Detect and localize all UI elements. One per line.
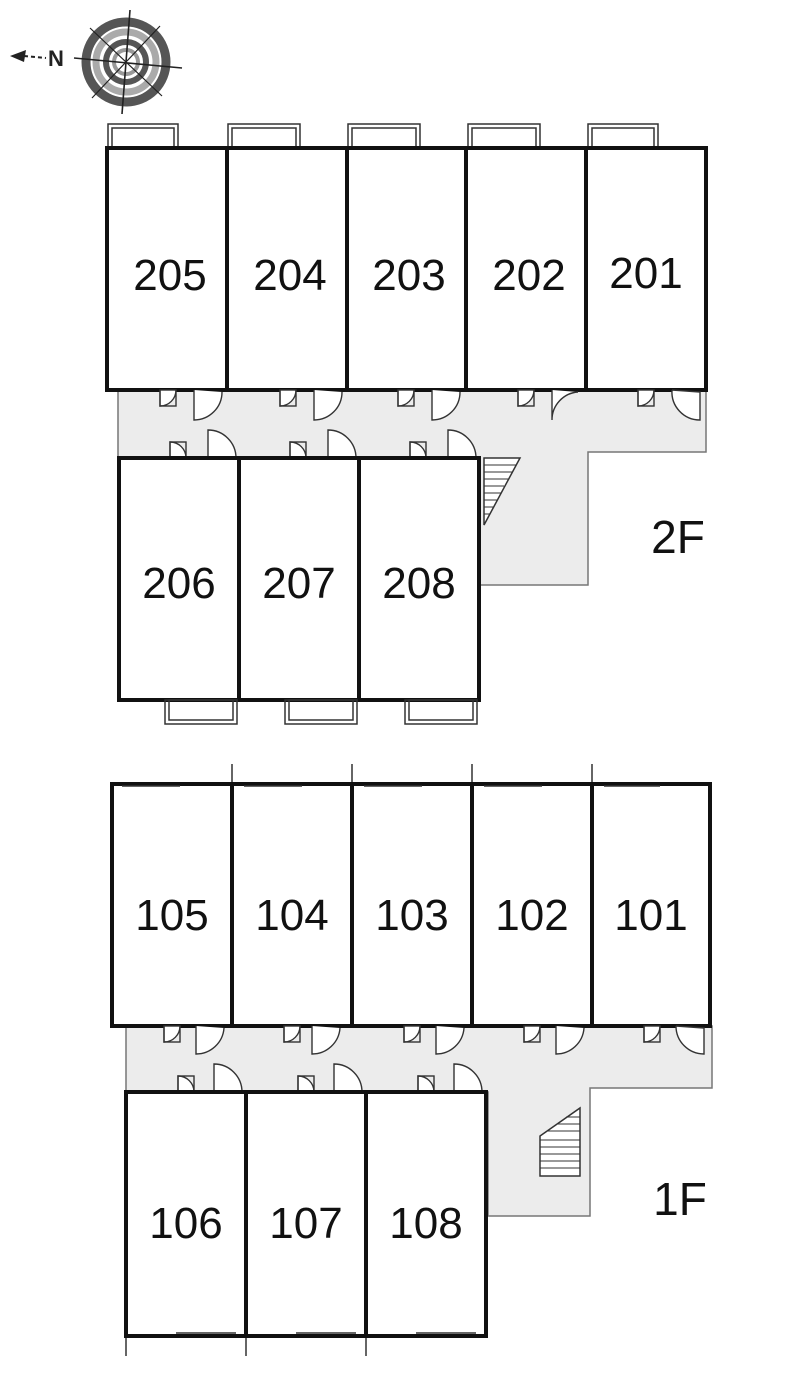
unit-204 bbox=[225, 146, 349, 392]
doors-1f-top bbox=[163, 1025, 705, 1055]
unit-label: 106 bbox=[149, 1199, 222, 1248]
unit-label: 102 bbox=[495, 891, 568, 940]
unit-106 bbox=[124, 1090, 248, 1338]
unit-205 bbox=[105, 146, 229, 392]
unit-105 bbox=[110, 782, 234, 1028]
floor-label-1f: 1F bbox=[653, 1173, 707, 1225]
unit-label: 107 bbox=[269, 1199, 342, 1248]
wall-extensions-1f bbox=[125, 764, 593, 1356]
unit-201 bbox=[584, 146, 708, 392]
unit-label: 103 bbox=[375, 891, 448, 940]
doors-1f-bottom bbox=[177, 1063, 483, 1093]
unit-label: 101 bbox=[614, 891, 687, 940]
doors-2f-top bbox=[159, 389, 701, 421]
stairs-icon bbox=[539, 1106, 581, 1177]
unit-label: 108 bbox=[389, 1199, 462, 1248]
compass-north-label: N bbox=[48, 46, 64, 71]
unit-label: 207 bbox=[262, 559, 335, 608]
unit-label: 105 bbox=[135, 891, 208, 940]
unit-label: 202 bbox=[492, 251, 565, 300]
floor-1f: 105 104 103 102 101 106 107 108 1F bbox=[110, 764, 713, 1356]
unit-206 bbox=[117, 456, 241, 702]
unit-203 bbox=[345, 146, 468, 392]
floor-2f: 205 204 203 202 201 206 207 208 2F bbox=[105, 123, 708, 725]
unit-label: 201 bbox=[609, 249, 682, 298]
compass-rose-icon: N bbox=[10, 9, 183, 115]
balconies-2f-bottom bbox=[164, 699, 478, 725]
unit-label: 208 bbox=[382, 559, 455, 608]
unit-label: 104 bbox=[255, 891, 328, 940]
unit-label: 203 bbox=[372, 251, 445, 300]
doors-2f-bottom bbox=[169, 429, 477, 459]
unit-label: 204 bbox=[253, 251, 326, 300]
unit-label: 205 bbox=[133, 251, 206, 300]
units-1f-bottom bbox=[124, 1090, 488, 1338]
units-1f-top bbox=[110, 782, 712, 1028]
floor-label-2f: 2F bbox=[651, 511, 705, 563]
unit-label: 206 bbox=[142, 559, 215, 608]
units-2f-top bbox=[105, 146, 708, 392]
unit-101 bbox=[590, 782, 712, 1028]
stairs-icon bbox=[483, 457, 522, 526]
units-2f-bottom bbox=[117, 456, 481, 702]
balconies-2f-top bbox=[107, 123, 659, 149]
unit-108 bbox=[364, 1090, 488, 1338]
